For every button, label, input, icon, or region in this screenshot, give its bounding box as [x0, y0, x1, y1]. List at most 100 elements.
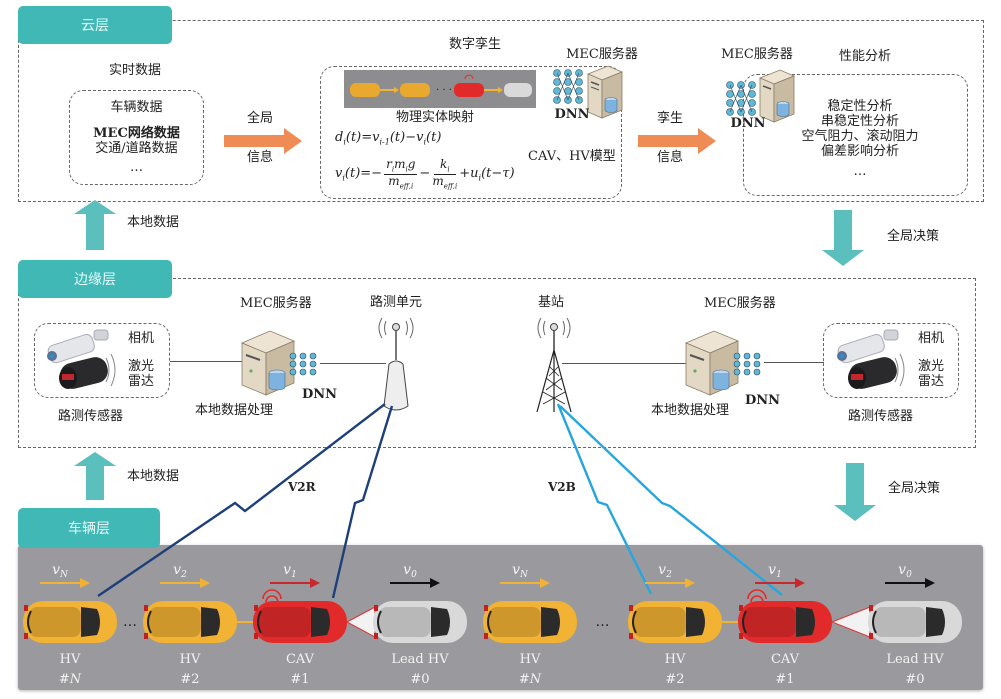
speed-arrow [885, 578, 935, 588]
v2r-link-hv-n [97, 403, 386, 597]
twin-server-icon [586, 65, 624, 119]
right-server-sensor-link [764, 362, 824, 363]
realtime-data-title: 实时数据 [108, 63, 161, 78]
arrow2-label-top: 孪生 [656, 111, 683, 126]
local-data-up-arrow-1 [74, 200, 116, 250]
car-label: HV#2 [179, 652, 201, 687]
speed-label: v0 [403, 562, 417, 580]
left-camera-label: 相机 [128, 331, 155, 346]
arrow2-label-bottom: 信息 [656, 150, 683, 165]
base-station-title: 基站 [538, 295, 565, 310]
digital-twin-box [320, 66, 622, 199]
car-cav-1-2 [253, 601, 347, 643]
local-data-up-arrow-2 [74, 452, 116, 500]
speed-arrow [645, 578, 695, 588]
analysis-box [743, 74, 968, 196]
speed-arrow [270, 578, 320, 588]
twin-dnn-icon [553, 69, 583, 104]
v2b-link-cav [559, 405, 783, 596]
rsu-title: 路测单元 [370, 295, 423, 310]
twin-mini-platoon: · · · [350, 74, 532, 97]
realtime-data-box [69, 90, 204, 185]
cloud-layer-frame [18, 20, 984, 202]
sensing-cone [345, 606, 376, 638]
analysis-dnn-icon [726, 81, 756, 116]
edge-layer-tab: 边缘层 [18, 260, 172, 298]
speed-arrow [40, 578, 90, 588]
speed-label: v2 [658, 562, 672, 580]
speed-label: v1 [768, 562, 782, 580]
left-server-caption: 本地数据处理 [195, 403, 274, 418]
right-dnn-icon [733, 352, 761, 376]
bs-server-link [562, 363, 686, 364]
mini-car-1 [350, 83, 380, 97]
realtime-item-vehicle: 车辆数据 [110, 100, 163, 115]
speed-label: v1 [283, 562, 297, 580]
platoon-ellipsis: … [123, 614, 137, 630]
left-lidar-icon [59, 353, 116, 389]
car-lead-hv-2-3 [868, 601, 962, 643]
left-server-rsu-link [320, 363, 386, 364]
analysis-item-more: … [853, 164, 867, 179]
car-lead-hv-1-3 [373, 601, 467, 643]
global-decision-down-arrow-2 [834, 463, 876, 521]
speed-arrow [160, 578, 210, 588]
car-label: CAV#1 [770, 652, 800, 687]
left-sensor-server-link [170, 361, 242, 362]
analysis-item-stability: 稳定性分析 [827, 99, 893, 114]
right-sensor-title: 路测传感器 [848, 409, 914, 424]
car-label: HV#N [518, 652, 542, 687]
right-dnn-label: DNN [745, 393, 781, 408]
car-hv-2-0 [483, 601, 577, 643]
rsu-icon [378, 317, 414, 411]
global-decision-down-arrow-1 [822, 210, 864, 266]
edge-layer-frame [18, 278, 976, 448]
arrow1-label-bottom: 信息 [246, 150, 273, 165]
speed-label: v0 [898, 562, 912, 580]
left-camera-icon [47, 329, 109, 364]
analysis-item-resistance: 空气阻力、滚动阻力 [801, 129, 919, 144]
global-info-arrow [224, 128, 302, 154]
twin-model-label: CAV、HV模型 [528, 149, 616, 164]
twin-mapping-label: 物理实体映射 [395, 110, 474, 125]
v2b-link-hv-2 [556, 403, 653, 595]
right-lidar-icon [848, 353, 905, 389]
realtime-item-more: … [130, 160, 143, 175]
mini-car-2 [400, 83, 430, 97]
right-camera-label: 相机 [918, 331, 945, 346]
svg-text:· · ·: · · · [436, 85, 452, 96]
speed-label: v2 [173, 562, 187, 580]
left-lidar-label-2: 雷达 [128, 374, 155, 389]
speed-label: vN [52, 562, 69, 580]
mini-car-lead [504, 83, 532, 97]
car-label: HV#N [58, 652, 82, 687]
twin-dnn-label: DNN [554, 107, 590, 122]
analysis-title: 性能分析 [838, 49, 891, 64]
twin-server-title: MEC服务器 [566, 47, 638, 62]
analysis-dnn-label: DNN [730, 116, 766, 131]
v2r-link-cav [331, 405, 394, 599]
wifi-icon [262, 589, 282, 606]
global-decision-label-2: 全局决策 [888, 481, 941, 496]
analysis-server-title: MEC服务器 [721, 47, 793, 62]
left-server-title: MEC服务器 [240, 296, 312, 311]
right-server-icon [684, 330, 740, 396]
cloud-layer-tab: 云层 [18, 6, 172, 44]
v2r-label: V2R [288, 480, 316, 494]
left-lidar-label-1: 激光 [128, 359, 155, 374]
car-label: CAV#1 [285, 652, 315, 687]
platoon-ellipsis: … [596, 614, 610, 630]
left-sensor-box [34, 323, 170, 398]
left-dnn-icon [289, 352, 317, 376]
right-server-caption: 本地数据处理 [651, 403, 730, 418]
realtime-item-mec: MEC网络数据 [93, 126, 180, 141]
analysis-item-string-stability: 串稳定性分析 [820, 114, 899, 129]
car-cav-2-2 [738, 601, 832, 643]
right-camera-icon [837, 329, 899, 364]
right-sensor-box [823, 323, 959, 398]
arrow1-label-top: 全局 [246, 111, 273, 126]
base-station-icon [536, 317, 572, 413]
analysis-item-deviation: 偏差影响分析 [820, 144, 899, 159]
speed-arrow [500, 578, 550, 588]
